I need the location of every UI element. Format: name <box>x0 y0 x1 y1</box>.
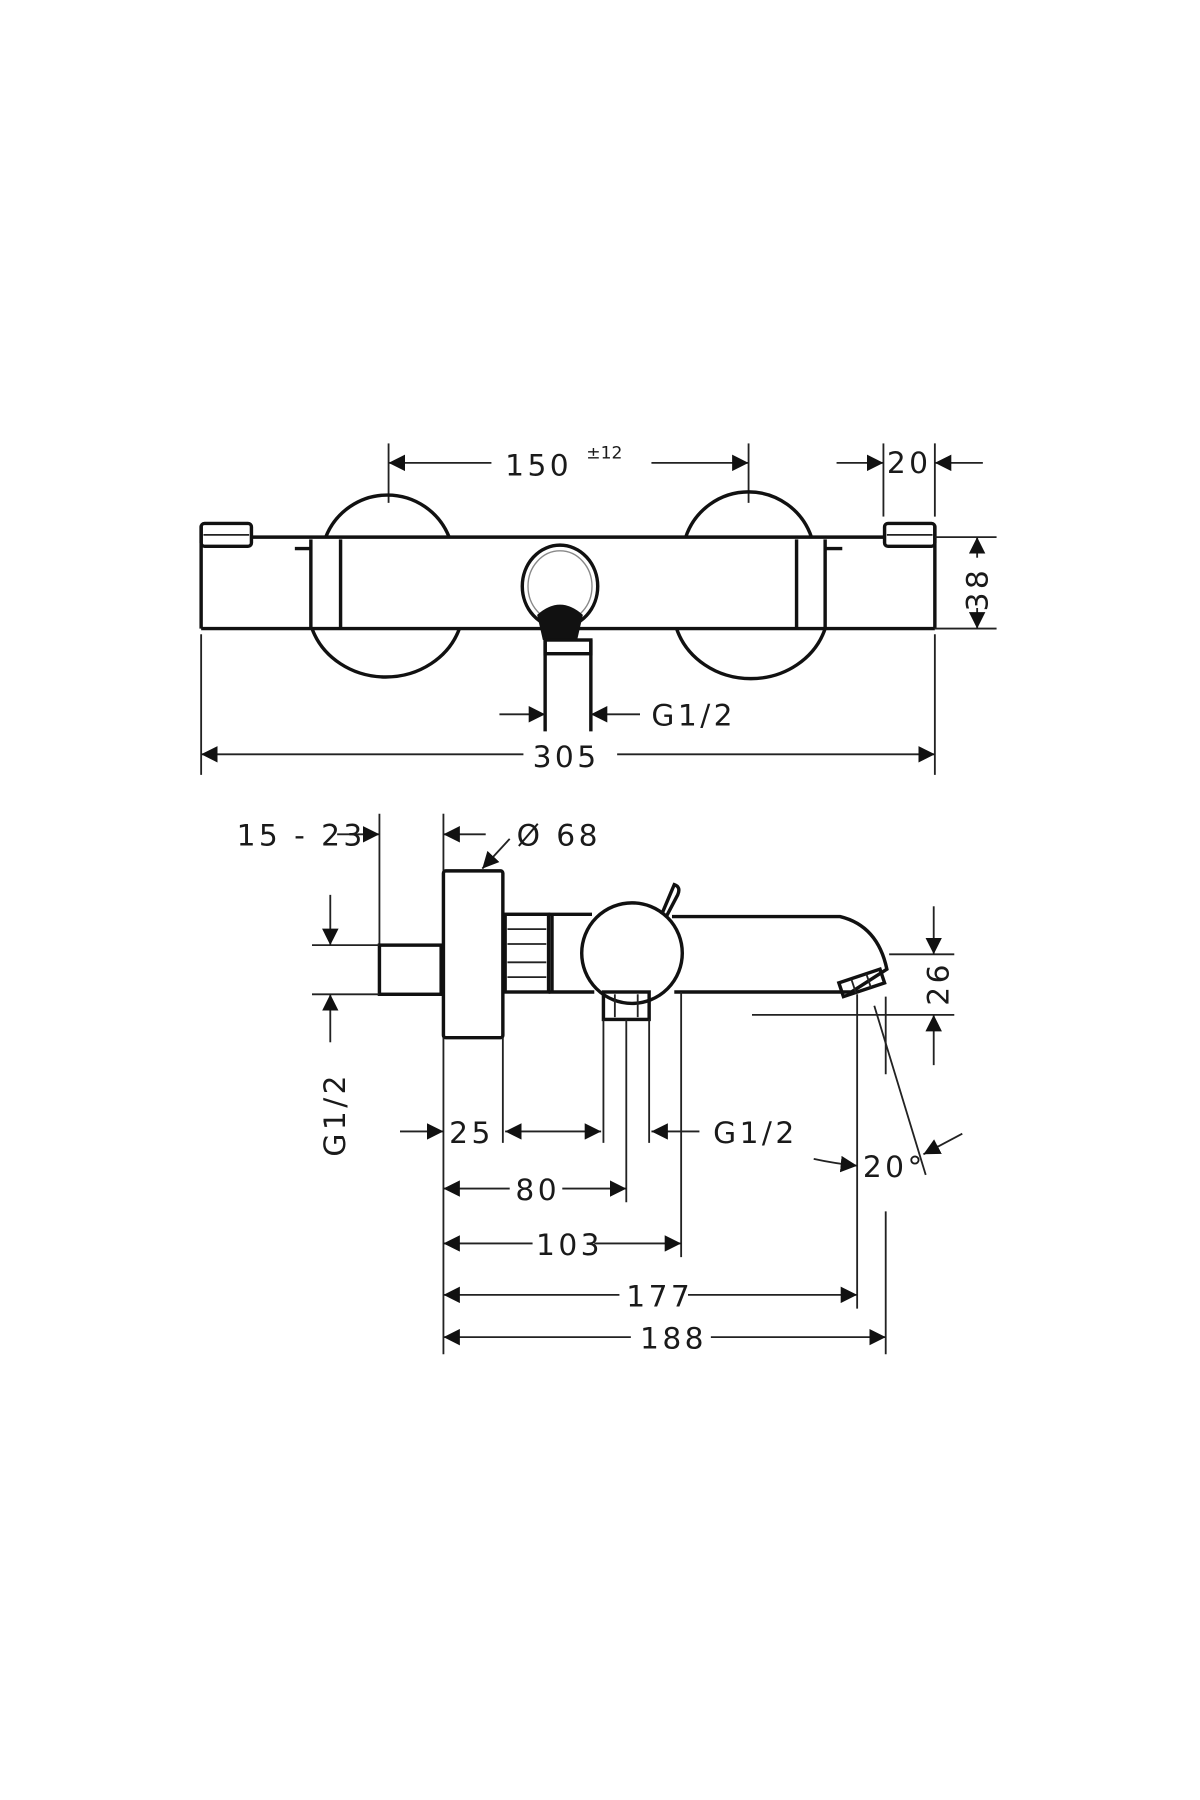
dimension-305: 305 <box>200 634 936 775</box>
wall-rosette <box>441 869 505 1040</box>
overall-width-label: 305 <box>533 740 600 775</box>
right-handle-cap <box>882 521 937 548</box>
left-handle-cap <box>199 521 254 548</box>
dimension-side-outlet-thread: G1/2 <box>651 1116 798 1151</box>
dimension-outlet-thread: G1/2 <box>499 699 736 734</box>
dimension-20-label: 20 <box>887 446 932 481</box>
dimension-wall-distance: 15 - 23 <box>237 813 381 946</box>
dimension-20: 20 <box>836 443 983 517</box>
dimension-103-label: 103 <box>536 1228 603 1263</box>
right-rosette-top <box>684 490 814 538</box>
right-rosette-bottom <box>674 628 827 681</box>
dimension-rosette-diameter: Ø 68 <box>442 813 601 871</box>
dimension-38-label: 38 <box>960 567 995 612</box>
left-rosette-top <box>324 493 451 538</box>
dimension-25: 25 <box>400 1116 602 1151</box>
wall-distance-label: 15 - 23 <box>237 819 366 854</box>
dimension-103: 103 <box>443 1228 682 1263</box>
coupling-nut <box>503 912 551 994</box>
dimension-177: 177 <box>443 1279 858 1314</box>
dimension-26-label: 26 <box>922 961 957 1006</box>
rosette-diameter-label: Ø 68 <box>517 819 601 854</box>
inlet-thread-label: G1/2 <box>318 1072 353 1157</box>
dimension-150: 150 ±12 <box>388 443 749 483</box>
dimension-80: 80 <box>443 1173 627 1208</box>
top-view: 150 ±12 20 <box>199 443 997 775</box>
mixer-body-top <box>199 521 937 631</box>
left-rosette-bottom <box>310 627 462 679</box>
dimension-26: 26 <box>752 906 957 1066</box>
side-outlet-thread-label: G1/2 <box>713 1116 798 1151</box>
dimension-188-label: 188 <box>640 1322 707 1357</box>
dimension-angle: 20° <box>813 1132 963 1185</box>
dimension-25-label: 25 <box>449 1116 494 1151</box>
dimension-188: 188 <box>443 1322 886 1357</box>
dimension-150-tolerance: ±12 <box>586 443 622 463</box>
mixer-body-side <box>548 882 889 1022</box>
dimension-38: 38 <box>934 536 997 630</box>
dimension-80-label: 80 <box>515 1173 560 1208</box>
dimension-150-label: 150 <box>505 448 572 483</box>
outlet-thread-label: G1/2 <box>651 699 736 734</box>
side-view: 15 - 23 Ø 68 <box>237 813 963 1357</box>
dimension-inlet-thread: G1/2 <box>312 894 380 1157</box>
angle-label: 20° <box>863 1150 926 1185</box>
outlet-ring <box>520 543 600 732</box>
dimension-177-label: 177 <box>626 1279 693 1314</box>
inlet-pipe <box>377 943 443 996</box>
